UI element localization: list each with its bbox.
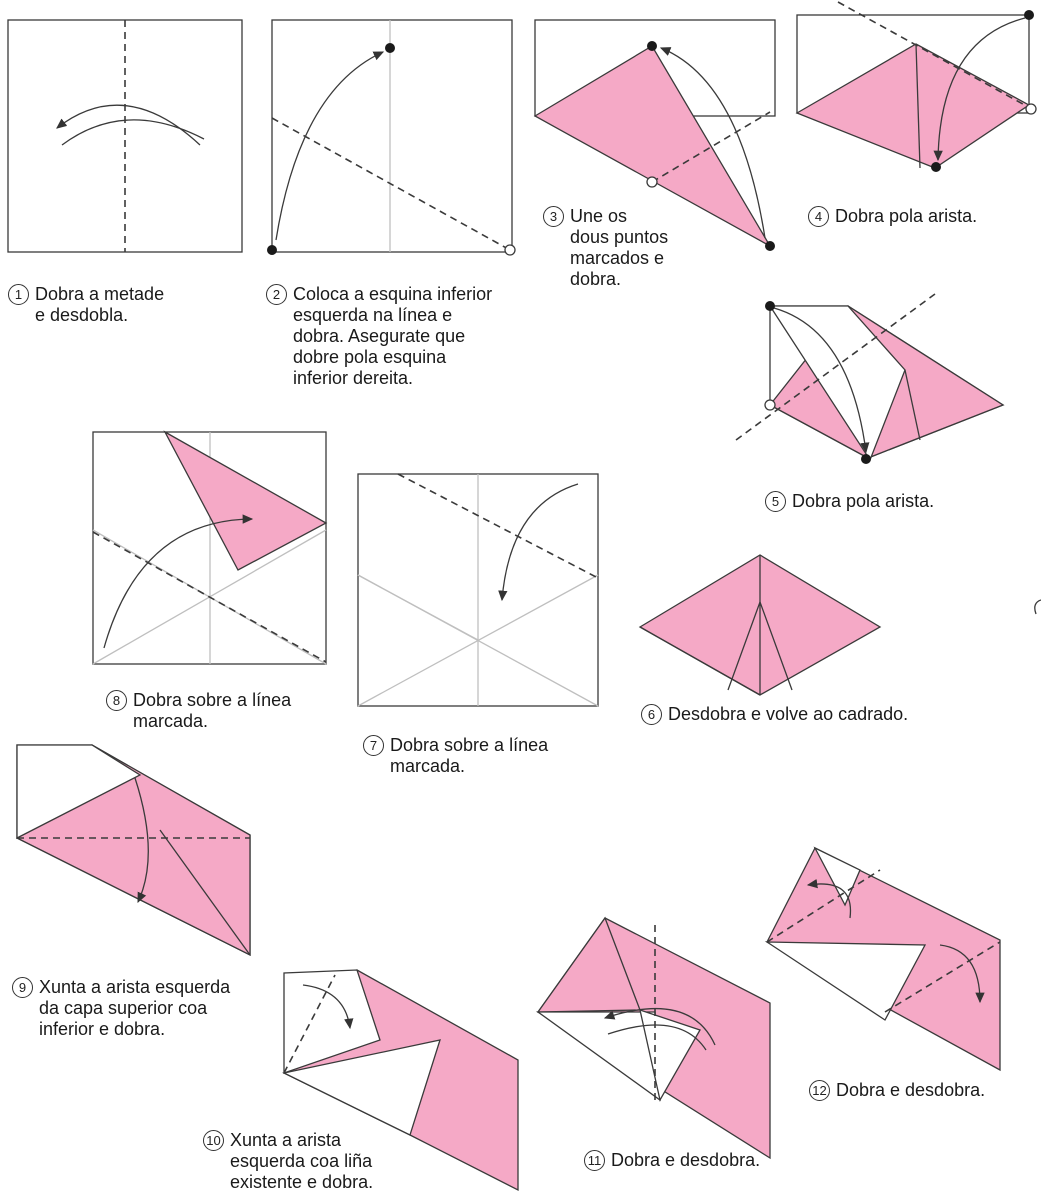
step-number-badge: 9 — [12, 977, 33, 998]
diagram-step-12 — [764, 846, 1001, 1072]
step-text: Dobra a metade e desdobla. — [35, 284, 165, 325]
step-caption-5: 5 Dobra pola arista. — [765, 491, 934, 512]
diagram-step-9 — [15, 744, 251, 957]
step-number-badge: 12 — [809, 1080, 830, 1101]
diagram-step-8 — [92, 430, 328, 665]
step-text: Xunta a arista esquerda coa liña existen… — [230, 1130, 374, 1192]
step-number-badge: 8 — [106, 690, 127, 711]
step-caption-11: 11 Dobra e desdobra. — [584, 1150, 760, 1171]
step-number-badge: 11 — [584, 1150, 605, 1171]
step-caption-3: 3 Une os dous puntos marcados e dobra. — [543, 206, 668, 290]
diagram-step-1 — [7, 19, 243, 253]
step-text: Dobra e desdobra. — [836, 1080, 986, 1100]
diagram-step-7 — [357, 473, 599, 707]
diagram-step-10 — [282, 969, 519, 1192]
step-number-badge: 10 — [203, 1130, 224, 1151]
edge-fragment — [1034, 599, 1041, 615]
step-text: Coloca a esquina inferior esquerda na lí… — [293, 284, 493, 388]
step-number-badge: 6 — [641, 704, 662, 725]
step-text: Dobra pola arista. — [835, 206, 978, 226]
step-text: Xunta a arista esquerda da capa superior… — [39, 977, 231, 1039]
diagram-step-11 — [535, 916, 771, 1160]
diagram-step-6 — [638, 554, 882, 696]
diagram-step-5 — [735, 293, 1005, 464]
step-caption-1: 1 Dobra a metade e desdobla. — [8, 284, 164, 326]
step-number-badge: 5 — [765, 491, 786, 512]
step-text: Dobra sobre a línea marcada. — [390, 735, 549, 776]
step-text: Desdobra e volve ao cadrado. — [668, 704, 909, 724]
step-caption-6: 6 Desdobra e volve ao cadrado. — [641, 704, 908, 725]
step-caption-12: 12 Dobra e desdobra. — [809, 1080, 985, 1101]
step-caption-7: 7 Dobra sobre a línea marcada. — [363, 735, 548, 777]
step-caption-2: 2 Coloca a esquina inferior esquerda na … — [266, 284, 492, 389]
diagram-step-4 — [795, 1, 1037, 172]
step-caption-8: 8 Dobra sobre a línea marcada. — [106, 690, 291, 732]
step-text: Dobra e desdobra. — [611, 1150, 761, 1170]
step-text: Une os dous puntos marcados e dobra. — [570, 206, 669, 289]
step-number-badge: 7 — [363, 735, 384, 756]
step-text: Dobra sobre a línea marcada. — [133, 690, 292, 731]
step-number-badge: 3 — [543, 206, 564, 227]
step-number-badge: 4 — [808, 206, 829, 227]
diagram-step-3 — [533, 19, 776, 251]
diagram-step-2 — [267, 19, 516, 256]
step-caption-9: 9 Xunta a arista esquerda da capa superi… — [12, 977, 230, 1040]
step-number-badge: 1 — [8, 284, 29, 305]
step-caption-10: 10 Xunta a arista esquerda coa liña exis… — [203, 1130, 373, 1193]
step-number-badge: 2 — [266, 284, 287, 305]
step-text: Dobra pola arista. — [792, 491, 935, 511]
step-caption-4: 4 Dobra pola arista. — [808, 206, 977, 227]
